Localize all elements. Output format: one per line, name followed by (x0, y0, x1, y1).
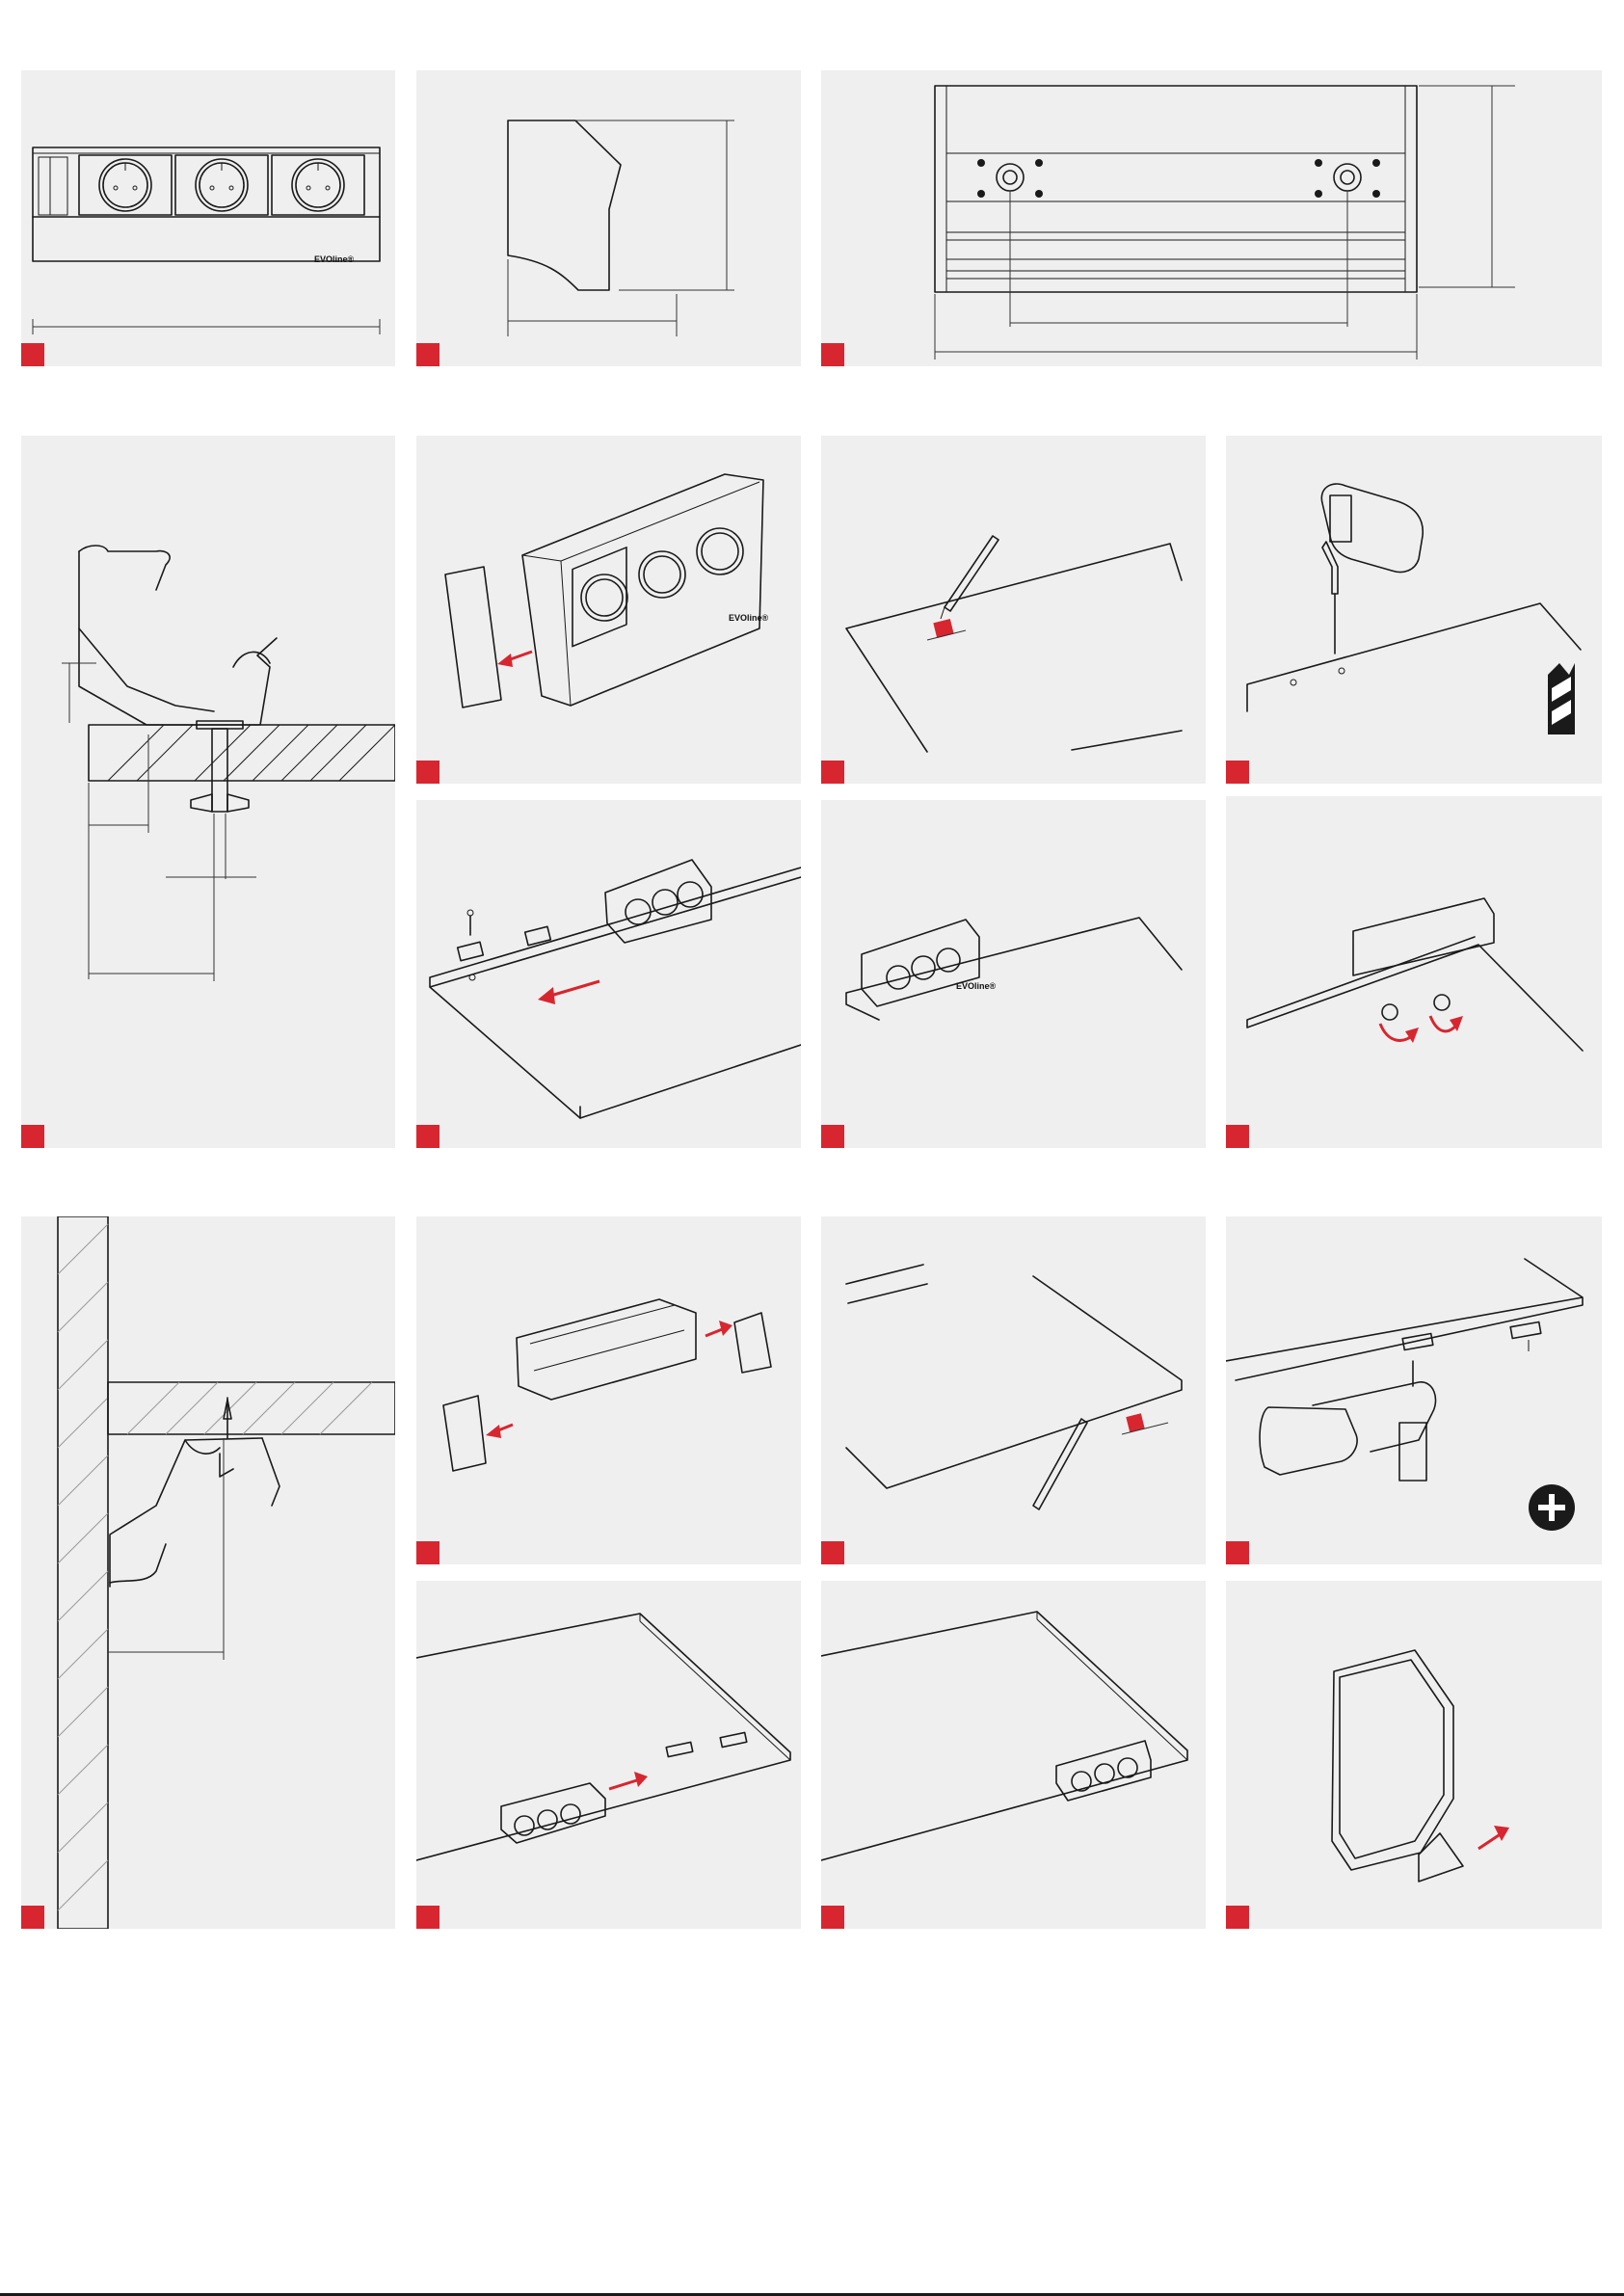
panel-mounting-rear (821, 70, 1602, 366)
panel-slide-unit (416, 1581, 801, 1929)
panel-unit-mounted-under (821, 1581, 1206, 1929)
slide-unit-icon (416, 1581, 801, 1929)
unit-mounted-under-icon (821, 1581, 1206, 1929)
panel-unit-placed: EVOline® (821, 800, 1206, 1148)
step-marker (1226, 1541, 1249, 1564)
step-marker (416, 1125, 439, 1148)
panel-screw-bracket (1226, 1216, 1602, 1564)
panel-under-mount-section (21, 1216, 395, 1929)
mounting-rear-dimension-icon (821, 70, 1602, 366)
step-marker (21, 1125, 44, 1148)
step-marker (1226, 761, 1249, 784)
end-cap-profile-dimension-icon (416, 70, 801, 366)
panel-remove-end-cap: EVOline® (416, 436, 801, 784)
step-marker (1226, 1125, 1249, 1148)
brand-mark: EVOline® (729, 613, 769, 623)
mark-underside-icon (821, 1216, 1206, 1564)
drill-hole-icon (1226, 436, 1602, 784)
brand-mark: EVOline® (314, 254, 355, 264)
panel-top-mount-section (21, 436, 395, 1148)
brand-mark: EVOline® (956, 981, 997, 991)
panel-socket-unit-front: EVOline® (21, 70, 395, 366)
step-marker (1226, 1906, 1249, 1929)
step-marker (21, 343, 44, 366)
panel-end-cap-profile (416, 70, 801, 366)
step-marker (416, 1906, 439, 1929)
attach-end-cap-icon (1226, 1581, 1602, 1929)
step-marker (21, 1906, 44, 1929)
panel-remove-both-caps (416, 1216, 801, 1564)
top-mount-section-icon (21, 436, 395, 1148)
screw-bracket-icon (1226, 1216, 1602, 1564)
place-bracket-icon (416, 800, 801, 1148)
step-marker (416, 1541, 439, 1564)
remove-both-caps-icon (416, 1216, 801, 1564)
socket-unit-front-dimension-icon: EVOline® (21, 70, 395, 366)
step-marker (821, 761, 844, 784)
step-marker (821, 1125, 844, 1148)
under-mount-section-icon (21, 1216, 395, 1929)
panel-mark-position (821, 436, 1206, 784)
panel-place-bracket (416, 800, 801, 1148)
step-marker (821, 343, 844, 366)
panel-attach-end-cap (1226, 1581, 1602, 1929)
mark-position-icon (821, 436, 1206, 784)
panel-mark-underside (821, 1216, 1206, 1564)
panel-tighten-screws (1226, 796, 1602, 1148)
panel-drill-hole (1226, 436, 1602, 784)
step-marker (821, 1906, 844, 1929)
unit-placed-icon: EVOline® (821, 800, 1206, 1148)
tighten-screws-icon (1226, 796, 1602, 1148)
remove-end-cap-icon: EVOline® (416, 436, 801, 784)
step-marker (416, 761, 439, 784)
step-marker (821, 1541, 844, 1564)
step-marker (416, 343, 439, 366)
